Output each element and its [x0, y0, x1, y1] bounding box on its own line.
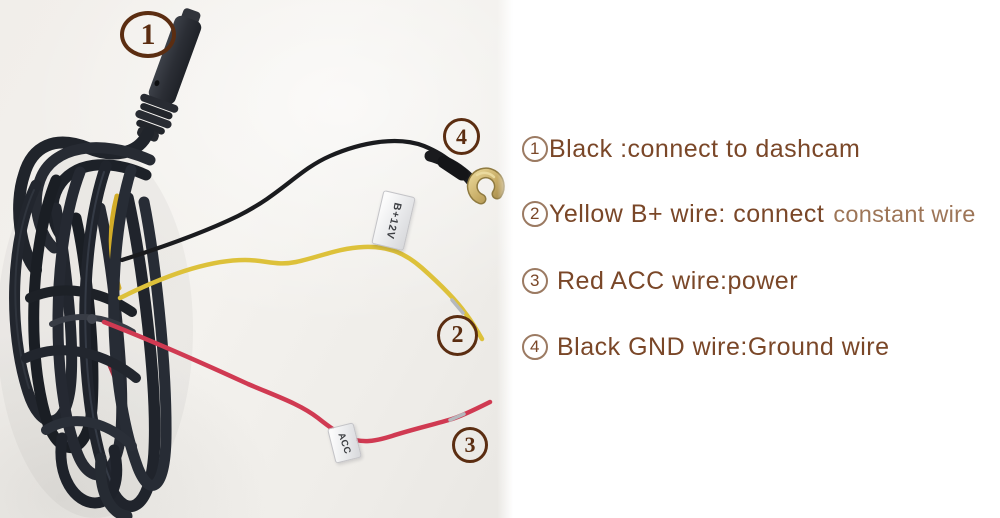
bplus-wire-stripped-tip: [450, 298, 465, 315]
photo-panel: B+12V ACC 1 2 3 4: [0, 0, 513, 518]
legend: 1 Black :connect to dashcam 2 Yellow B+ …: [513, 0, 1000, 518]
callout-4: 4: [443, 118, 480, 155]
callout-2: 2: [437, 315, 478, 356]
legend-num-2: 2: [522, 201, 548, 227]
crimp-sleeve: [424, 150, 478, 188]
legend-num-1: 1: [522, 136, 548, 162]
bplus-wire: [117, 244, 485, 342]
label-tag-b12v-text: B+12V: [383, 200, 404, 241]
callout-1: 1: [120, 11, 176, 58]
legend-text-2: Yellow B+ wire: connect: [549, 199, 825, 228]
legend-note-2: constant wire: [833, 200, 976, 227]
legend-text-4: Black GND wire:Ground wire: [557, 332, 890, 361]
legend-item-2: 2 Yellow B+ wire: connect constant wire: [522, 196, 976, 232]
cable-coil: [9, 127, 172, 518]
legend-num-4: 4: [522, 334, 548, 360]
legend-text-1: Black :connect to dashcam: [549, 134, 861, 163]
acc-wire-stripped-tip: [448, 412, 466, 422]
gnd-wire: [119, 139, 455, 263]
callout-3: 3: [452, 427, 488, 463]
product-photo: [9, 8, 505, 518]
cable-tie-knot: [87, 314, 97, 324]
label-tag-acc-text: ACC: [335, 430, 354, 456]
legend-text-3: Red ACC wire:power: [557, 266, 799, 295]
legend-num-3: 3: [522, 268, 548, 294]
fork-terminal: [466, 167, 505, 205]
legend-item-1: 1 Black :connect to dashcam: [522, 131, 869, 167]
legend-item-3: 3 Red ACC wire:power: [522, 263, 807, 299]
legend-item-4: 4 Black GND wire:Ground wire: [522, 329, 899, 365]
